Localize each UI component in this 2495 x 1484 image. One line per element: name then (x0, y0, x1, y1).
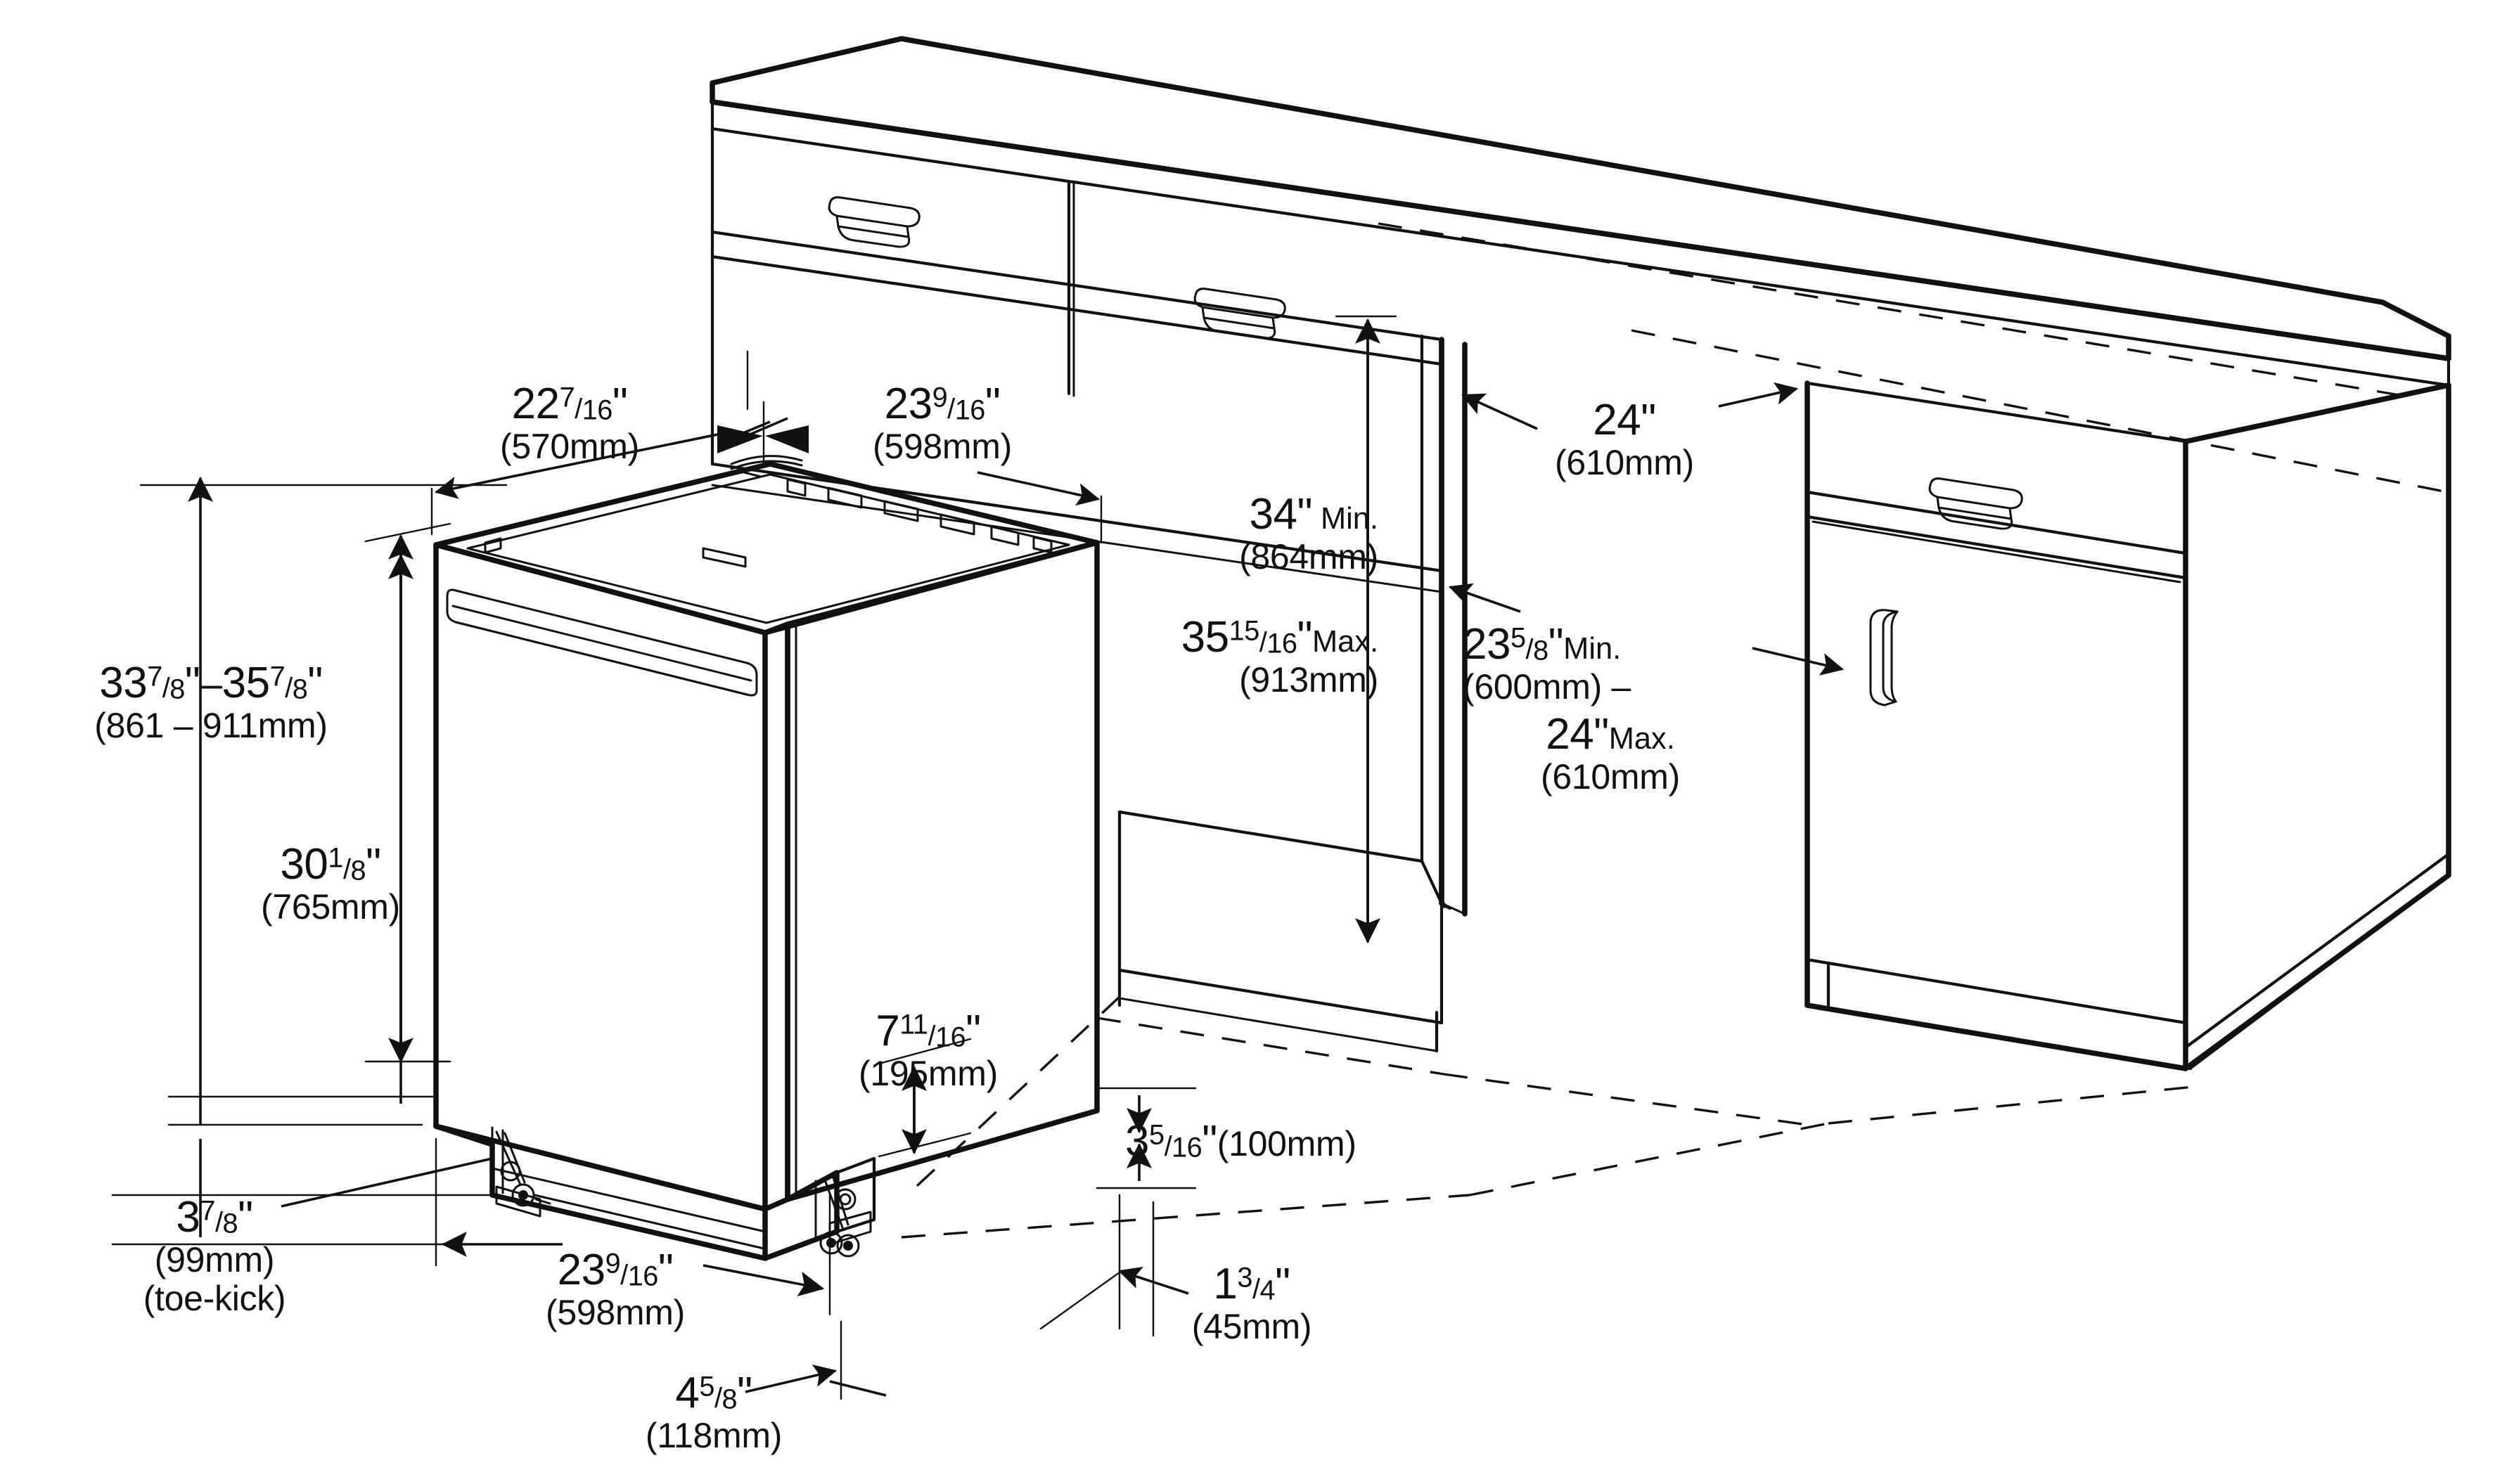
dim-label-counter-depth: 24" (610mm) (1555, 396, 1694, 483)
dim-label-base-gap: 711/16" (195mm) (859, 1007, 998, 1094)
right-drawer-handle (1928, 477, 2023, 530)
dim-label-depth-door: 227/16" (570mm) (500, 380, 639, 467)
dim-label-opening-height-min: 34" Min. (864mm) (1239, 490, 1378, 577)
dim-label-height-range: 337/8"–357/8" (861 – 911mm) (94, 659, 328, 746)
dim-toe-kick (111, 1139, 494, 1246)
dim-leg-inset (745, 1320, 887, 1400)
countertop (710, 36, 2451, 493)
dim-counter-depth (1461, 382, 1799, 430)
dim-label-door-height: 301/8" (765mm) (261, 840, 400, 927)
floor-projection (901, 995, 2202, 1239)
dim-door-height (364, 553, 451, 1064)
dishwasher (433, 455, 1100, 1261)
dim-label-bottom-width: 239/16" (598mm) (546, 1246, 685, 1333)
dim-base-gap (878, 1038, 972, 1158)
dim-width-top (977, 471, 1103, 544)
dim-toe-recess (1096, 1087, 1197, 1189)
drawer-handle-right (1193, 288, 1286, 340)
dim-label-width-top: 239/16" (598mm) (873, 380, 1012, 467)
dim-label-opening-height-max: 3515/16"Max. (913mm) (1181, 613, 1379, 700)
dim-bottom-width (435, 1137, 831, 1316)
dim-depth-door (430, 350, 809, 536)
right-cabinet (1804, 380, 2451, 1071)
dim-opening-height (1335, 315, 1397, 944)
dishwasher-handle (446, 588, 758, 697)
dim-toe-setback (1039, 1194, 1189, 1337)
cabinet-opening (1439, 337, 1468, 917)
dim-opening-width (1448, 583, 1845, 676)
left-cabinet-run (710, 127, 1444, 1053)
dim-label-toe-setback: 13/4" (45mm) (1191, 1260, 1312, 1347)
dim-label-toe-recess: 35/16"(100mm) (1125, 1117, 1356, 1166)
dim-label-toe-kick: 37/8" (99mm) (toe-kick) (143, 1193, 286, 1319)
dim-height-range (139, 476, 508, 1126)
cabinet-door-handle (1869, 609, 1899, 706)
drawer-handle-left (828, 196, 921, 248)
leveling-leg-right (819, 1174, 872, 1258)
dim-label-opening-width: 235/8"Min. (600mm) – 24"Max. (610mm) (1463, 620, 1680, 797)
dim-label-leg-inset: 45/8" (118mm) (645, 1369, 783, 1456)
